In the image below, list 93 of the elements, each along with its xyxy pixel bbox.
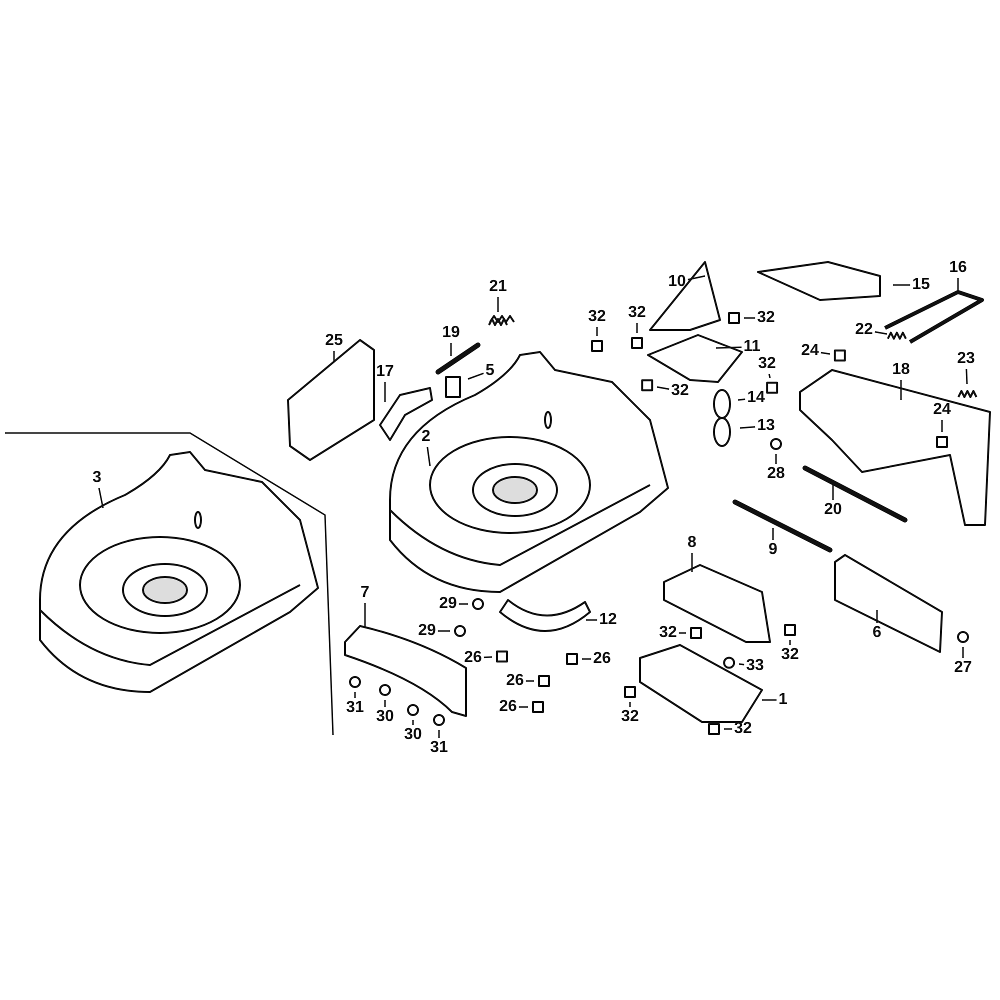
leader-line: [333, 351, 335, 362]
leader-line: [438, 730, 440, 738]
callout-number: 22: [855, 322, 873, 338]
callout-number: 19: [442, 325, 460, 341]
callout-number: 15: [912, 277, 930, 293]
callout-number: 32: [588, 309, 606, 325]
callout-number: 8: [688, 535, 696, 551]
leader-line: [596, 327, 598, 336]
leader-line: [876, 610, 878, 623]
leader-line: [740, 426, 756, 429]
leader-line: [738, 663, 744, 666]
leader-line: [772, 528, 774, 540]
callout-number: 27: [954, 660, 972, 676]
leader-line: [629, 702, 631, 707]
callout-number: 31: [430, 740, 448, 756]
callout-number: 32: [621, 709, 639, 725]
callout-number: 26: [593, 651, 611, 667]
callout-number: 26: [464, 650, 482, 666]
leader-line: [957, 278, 959, 292]
leader-line: [384, 382, 386, 402]
leader-line: [98, 488, 104, 508]
callout-number: 28: [767, 466, 785, 482]
leader-line: [438, 630, 450, 632]
leader-line: [724, 728, 732, 730]
callout-number: 17: [376, 364, 394, 380]
leader-line: [586, 619, 598, 621]
leader-line: [900, 380, 902, 400]
callout-number: 29: [439, 596, 457, 612]
leader-line: [636, 323, 638, 333]
leader-line: [691, 553, 693, 572]
leader-line: [458, 603, 468, 605]
leader-line: [526, 680, 534, 682]
leader-line: [354, 692, 356, 698]
callout-number: 20: [824, 502, 842, 518]
callout-number: 23: [957, 351, 975, 367]
callout-number: 7: [360, 585, 370, 601]
callout-number: 16: [949, 260, 967, 276]
leader-line: [744, 317, 756, 319]
leader-line: [468, 372, 484, 380]
callout-number: 32: [757, 310, 775, 326]
callout-number: 26: [506, 673, 524, 689]
leader-line: [656, 386, 670, 390]
callout-number: 32: [758, 356, 776, 372]
leader-line: [678, 632, 686, 634]
leader-line: [738, 398, 746, 401]
leader-line: [412, 720, 414, 725]
leader-line: [364, 603, 366, 628]
leader-line: [962, 647, 964, 658]
callout-number: 32: [628, 305, 646, 321]
callout-number: 26: [499, 699, 517, 715]
leader-line: [497, 297, 499, 312]
callout-number: 13: [757, 418, 775, 434]
callout-number: 25: [325, 333, 343, 349]
callout-number: 33: [746, 658, 764, 674]
callout-number: 11: [744, 339, 760, 355]
callout-number: 12: [599, 612, 617, 628]
callout-number: 32: [659, 625, 677, 641]
callout-number: 6: [872, 625, 882, 641]
leader-line: [762, 699, 777, 701]
leader-line: [450, 343, 452, 356]
callout-number: 29: [418, 623, 436, 639]
callout-number: 14: [747, 390, 765, 406]
leader-line: [426, 446, 431, 466]
leader-line: [384, 700, 386, 707]
callout-number: 31: [346, 700, 364, 716]
leader-line: [775, 454, 777, 464]
leader-line: [820, 352, 830, 355]
callout-number: 32: [671, 383, 689, 399]
leader-line: [832, 484, 834, 500]
callout-number: 3: [92, 470, 102, 486]
leader-line: [716, 346, 742, 349]
leader-line: [582, 658, 592, 660]
leader-line: [966, 368, 968, 384]
leader-line: [874, 331, 888, 335]
callout-number: 1: [778, 692, 788, 708]
callout-number: 10: [668, 274, 686, 290]
leader-line: [941, 420, 943, 432]
leader-line: [789, 640, 791, 645]
leader-line: [688, 275, 706, 280]
callout-number: 21: [489, 279, 507, 295]
callout-number: 2: [422, 429, 430, 445]
leader-line: [518, 706, 528, 708]
callout-number: 5: [486, 363, 494, 379]
callout-number: 30: [376, 709, 394, 725]
callout-number: 24: [933, 402, 951, 418]
leader-line: [484, 656, 492, 658]
leader-line: [768, 374, 771, 378]
callout-number: 18: [892, 362, 910, 378]
callout-number: 9: [768, 542, 778, 558]
callout-number: 30: [404, 727, 422, 743]
callout-number: 32: [781, 647, 799, 663]
callout-number: 24: [801, 343, 819, 359]
leader-line: [893, 284, 910, 286]
